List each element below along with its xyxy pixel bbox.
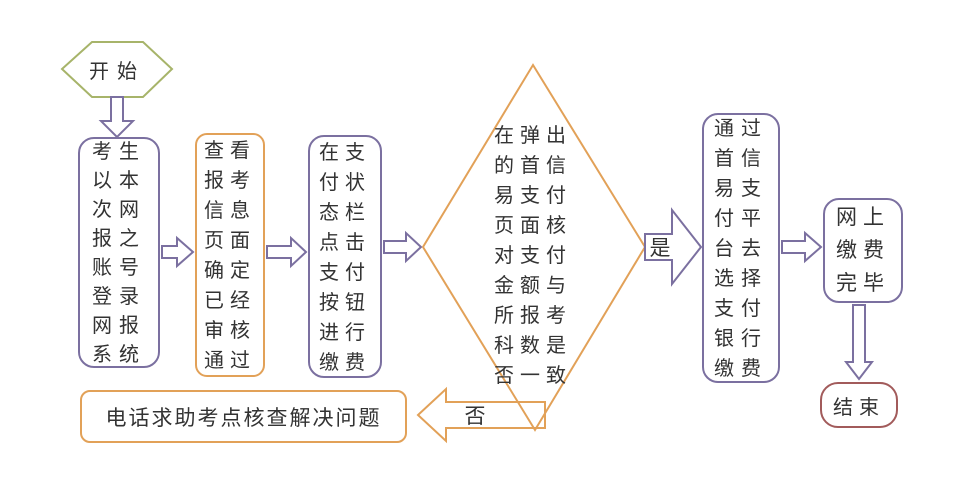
step-check-info-text: 查看 报考 信息 页面 确定 已经 审核 通过 [204, 138, 256, 372]
help-call-testcenter-text: 电话求助考点核查解决问题 [105, 405, 382, 430]
start-node-label: 开始 [75, 55, 159, 83]
arrow-step3-to-decision [383, 230, 423, 264]
no-text: 否 [464, 404, 486, 428]
step-payment-complete-text: 网上 缴费 完毕 [836, 205, 890, 295]
arrow-step1-to-step2 [161, 235, 195, 269]
yes-text: 是 [649, 236, 671, 260]
step-select-bank-text: 通过 首信 易支 付平 台去 选择 支付 银行 缴费 [714, 116, 768, 380]
step-payment-complete-box: 网上 缴费 完毕 [823, 198, 903, 303]
arrow-step4-to-step5 [781, 230, 823, 264]
start-text: 开始 [89, 58, 145, 83]
end-text: 结束 [833, 394, 885, 419]
step-click-pay-box: 在支 付状 态栏 点击 支付 按钮 进行 缴费 [308, 135, 382, 378]
help-call-testcenter-box: 电话求助考点核查解决问题 [80, 390, 407, 443]
step-login-box: 考生 以本 次网 报之 账号 登录 网报 系统 [78, 137, 160, 368]
step-login-text: 考生 以本 次网 报之 账号 登录 网报 系统 [92, 138, 146, 366]
no-branch-label: 否 [458, 402, 492, 428]
step-click-pay-text: 在支 付状 态栏 点击 支付 按钮 进行 缴费 [319, 139, 371, 374]
decision-verify-amount-text: 在弹出 的首信 易支付 页面核 对支付 金额与 所报考 科数是 否一致 [494, 123, 572, 387]
step-check-info-box: 查看 报考 信息 页面 确定 已经 审核 通过 [195, 133, 265, 377]
arrow-step5-to-end [843, 304, 875, 381]
decision-verify-amount-node: 在弹出 的首信 易支付 页面核 对支付 金额与 所报考 科数是 否一致 [453, 115, 613, 395]
step-select-bank-box: 通过 首信 易支 付平 台去 选择 支付 银行 缴费 [702, 113, 780, 383]
yes-branch-label: 是 [642, 233, 678, 261]
end-node-box: 结束 [820, 382, 898, 428]
arrow-step2-to-step3 [266, 235, 308, 269]
arrow-start-to-step1 [98, 96, 136, 139]
